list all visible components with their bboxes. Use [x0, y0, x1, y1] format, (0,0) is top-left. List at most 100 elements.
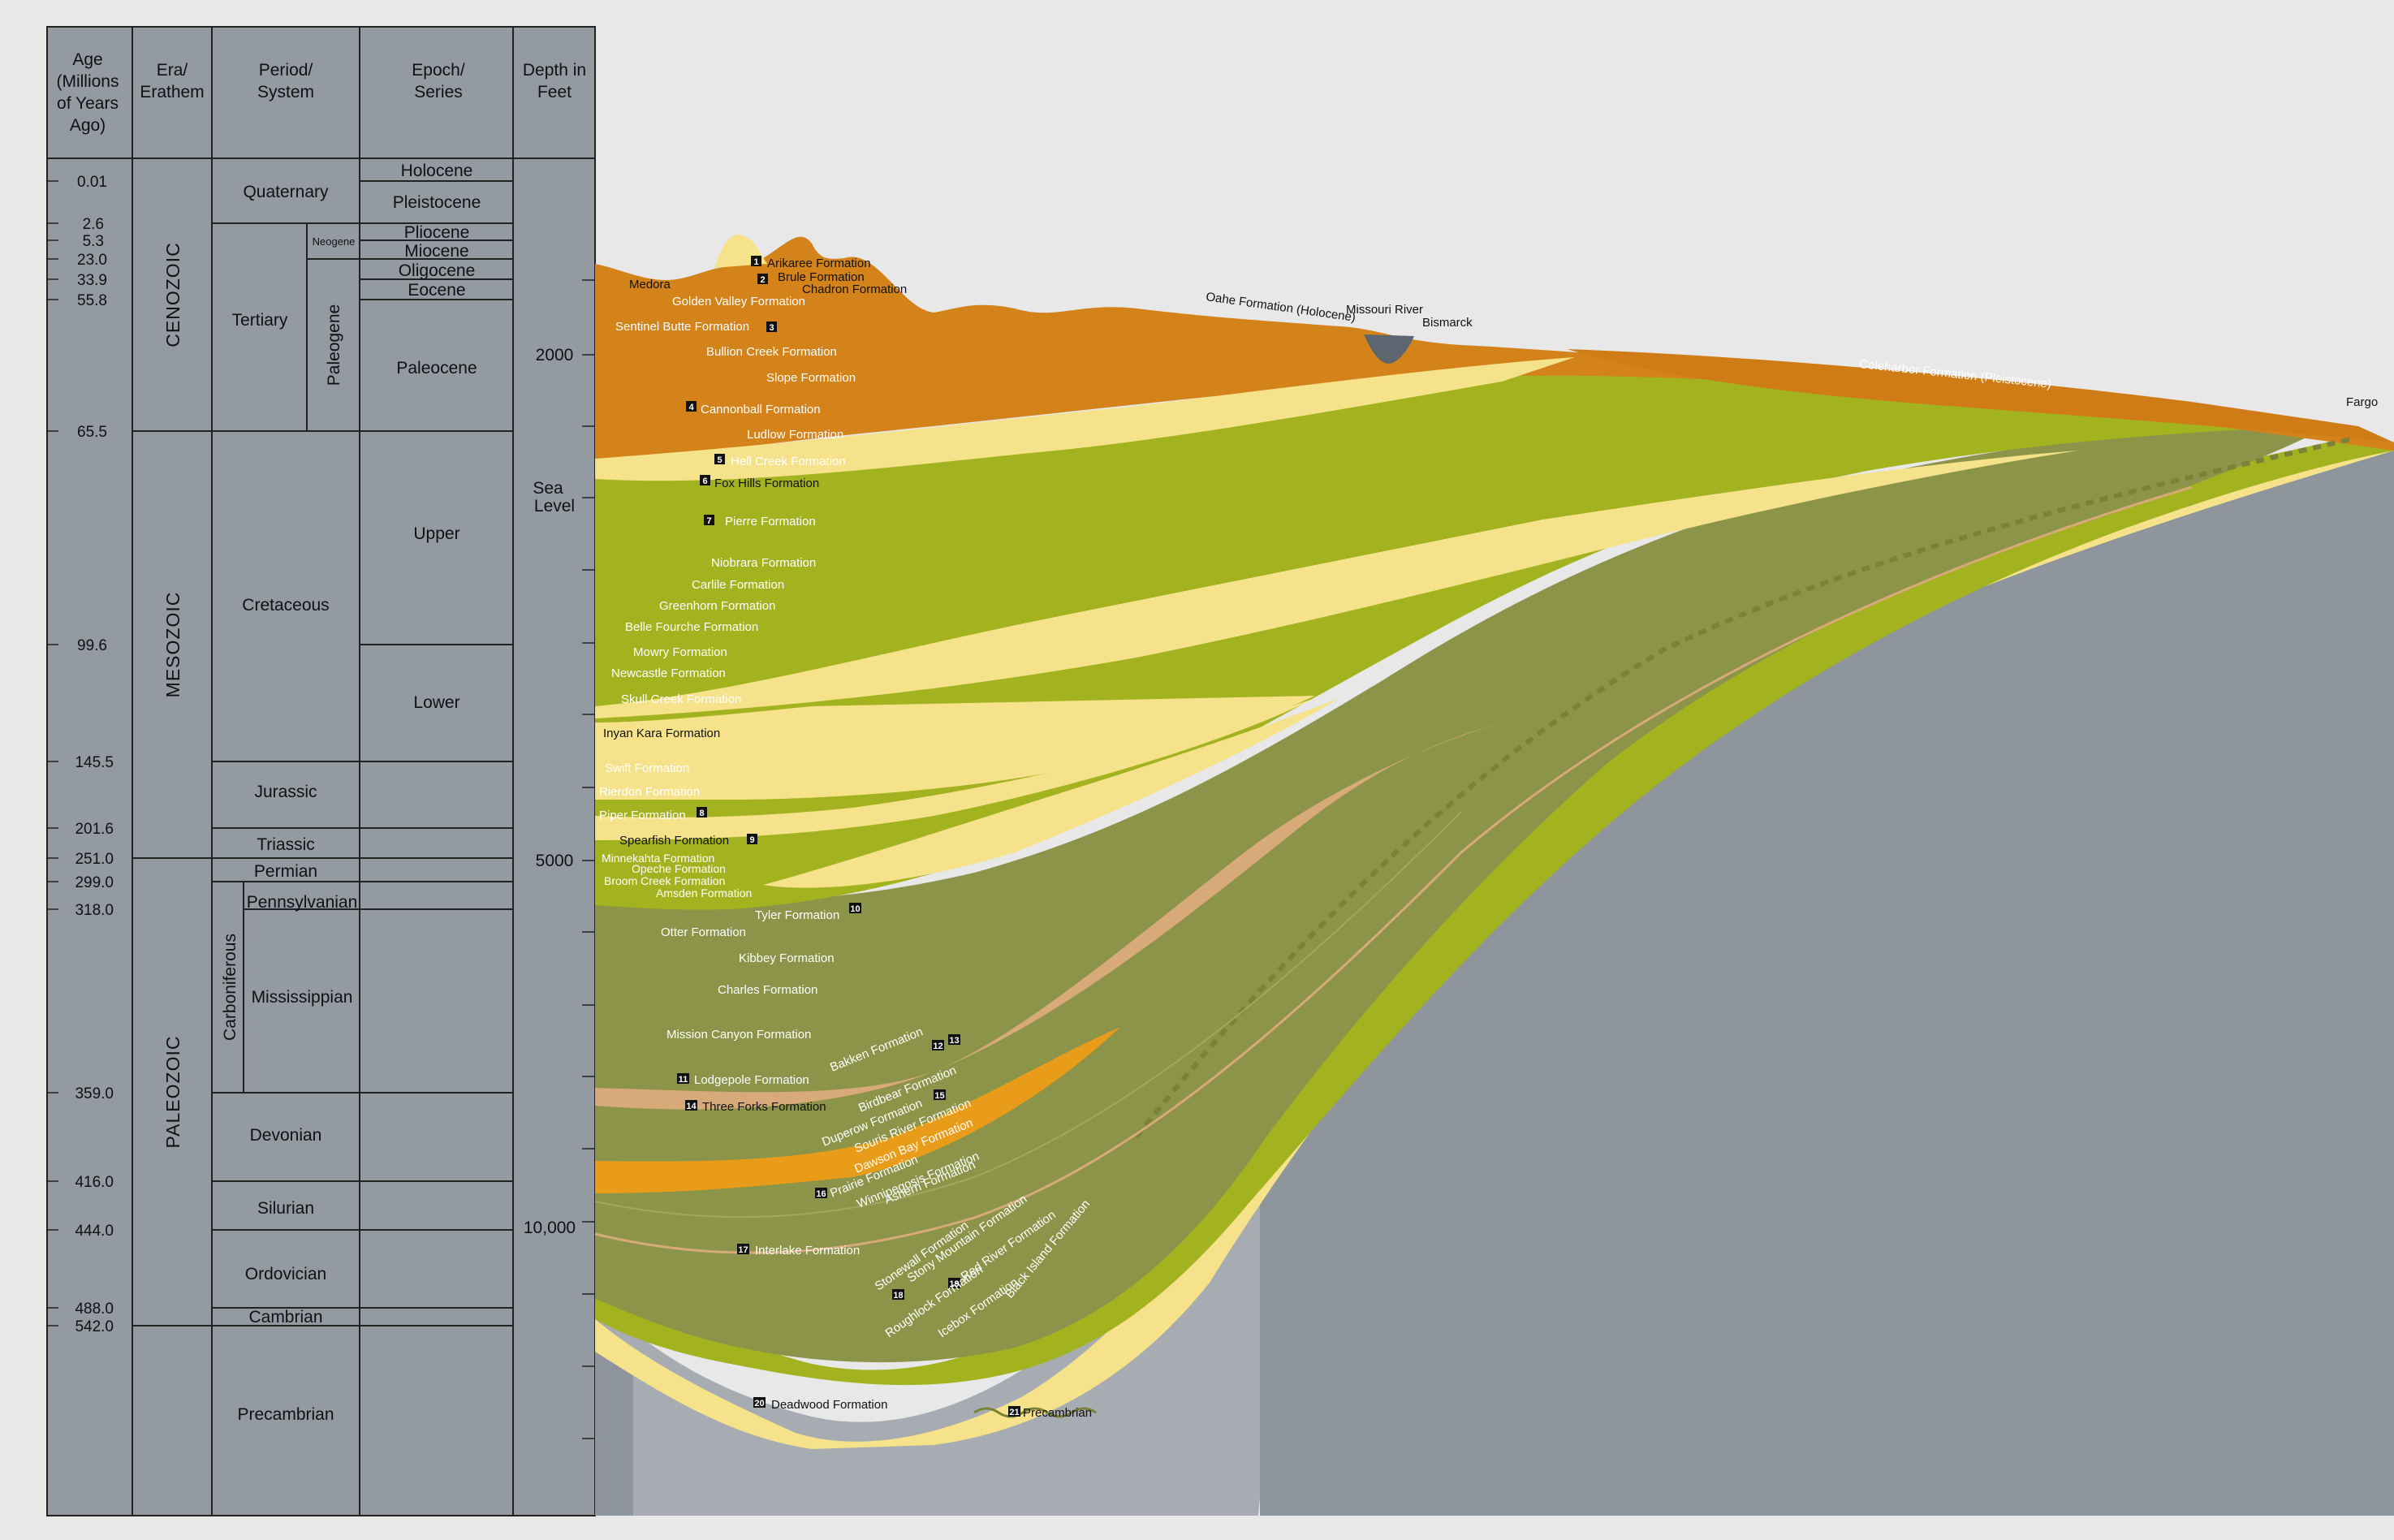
number-badge: [948, 1034, 960, 1045]
header-epoch-line-1: Epoch/: [412, 61, 465, 80]
age-label: 65.5: [77, 424, 107, 441]
header-epoch-line-2: Series: [414, 83, 463, 101]
period-tertiary: Tertiary: [232, 311, 288, 330]
piper-band: [595, 698, 1315, 840]
prairie-band: [595, 1027, 1120, 1193]
geologic-cross-section: [594, 235, 2394, 1516]
period-pennsylvanian: Pennsylvanian: [247, 893, 358, 912]
period-ordovician: Ordovician: [245, 1265, 326, 1283]
age-label: 0.01: [77, 174, 107, 191]
number-badge: [704, 515, 714, 525]
age-label: 299.0: [75, 874, 114, 891]
age-label: 318.0: [75, 902, 114, 919]
badge-number: 6: [702, 477, 707, 486]
epoch-upper: Upper: [413, 524, 459, 543]
badge-number: 4: [688, 403, 694, 412]
formation-label: Otter Formation: [661, 925, 746, 939]
formation-label: Hell Creek Formation: [731, 455, 846, 468]
depth-10000: 10,000: [524, 1219, 576, 1237]
badge-number: 7: [706, 516, 711, 526]
header-epoch: Epoch/Series: [412, 61, 465, 101]
period-devonian: Devonian: [250, 1126, 322, 1145]
formation-label: Spearfish Formation: [619, 834, 729, 848]
formation-label: Carlile Formation: [692, 578, 784, 592]
badge-number: 21: [1009, 1408, 1019, 1417]
formation-label: Opeche Formation: [632, 862, 726, 875]
formation-label: Kibbey Formation: [739, 951, 835, 965]
period-quaternary: Quaternary: [243, 183, 329, 201]
age-label: 201.6: [75, 821, 114, 838]
place-fargo: Fargo: [2346, 395, 2378, 409]
badge-number: 8: [699, 809, 704, 818]
number-badge: [686, 401, 697, 412]
badge-number: 13: [949, 1036, 959, 1046]
age-label: 488.0: [75, 1301, 114, 1318]
depth-2000: 2000: [536, 346, 574, 365]
number-badge: [700, 475, 710, 485]
formation-label: Newcastle Formation: [611, 666, 726, 680]
number-badge: [753, 1397, 766, 1408]
age-label: 416.0: [75, 1174, 114, 1191]
era-mesozoic: MESOZOIC: [162, 592, 183, 698]
formation-label: Pierre Formation: [725, 515, 816, 528]
epoch-pliocene: Pliocene: [404, 223, 470, 242]
formation-label: Broom Creek Formation: [604, 874, 725, 887]
formation-label: Belle Fourche Formation: [625, 620, 758, 634]
badge-number: 11: [679, 1075, 688, 1085]
missouri-river: [1364, 334, 1414, 364]
basement-dark-right: [1260, 451, 2394, 1516]
age-label: 542.0: [75, 1318, 114, 1335]
period-jurassic: Jurassic: [254, 783, 317, 801]
formation-label: Interlake Formation: [755, 1244, 860, 1257]
badge-number: 16: [816, 1189, 826, 1199]
age-label: 359.0: [75, 1085, 114, 1102]
number-badge: [948, 1278, 960, 1288]
number-badge: [697, 807, 707, 817]
age-label: 2.6: [83, 216, 104, 233]
epoch-paleocene: Paleocene: [396, 359, 477, 377]
place-missouri-river: Missouri River: [1346, 303, 1423, 317]
subperiod-paleogene: Paleogene: [325, 304, 343, 386]
period-mississippian: Mississippian: [252, 988, 353, 1007]
basement-dark-left: [595, 1339, 633, 1516]
header-depth-line-1: Depth in: [523, 61, 586, 80]
formation-label: Ludlow Formation: [747, 428, 843, 442]
formation-label: Mowry Formation: [633, 645, 727, 659]
badge-number: 15: [934, 1091, 944, 1101]
number-badge: [849, 903, 861, 913]
formation-label: Sentinel Butte Formation: [615, 320, 749, 334]
formation-label: Skull Creek Formation: [621, 692, 741, 706]
age-label: 23.0: [77, 252, 107, 269]
badge-number: 10: [850, 904, 860, 914]
formation-label: Minnekahta Formation: [602, 852, 714, 865]
coleharbor-formation: [1567, 349, 2394, 442]
age-label: 251.0: [75, 851, 114, 868]
period-precambrian: Precambrian: [237, 1405, 334, 1424]
header-age-line-1: Age: [72, 50, 102, 69]
number-badge: [685, 1100, 697, 1111]
header-period-line-1: Period/: [259, 61, 313, 80]
badge-number: 20: [754, 1399, 764, 1408]
badge-number: 9: [749, 835, 754, 845]
age-label: 99.6: [77, 637, 107, 654]
place-medora: Medora: [629, 278, 671, 291]
paleozoic-band: [595, 422, 2330, 1363]
broom-creek-band: [763, 698, 1339, 888]
formation-label: Greenhorn Formation: [659, 599, 775, 613]
number-badge: [714, 454, 725, 464]
subperiod-neogene: Neogene: [313, 235, 356, 248]
formation-label: Arikaree Formation: [767, 257, 871, 270]
badge-number: 19: [949, 1279, 959, 1289]
epoch-pleistocene: Pleistocene: [393, 193, 481, 212]
era-paleozoic: PALEOZOIC: [162, 1036, 183, 1149]
header-age-line-2: (Millions: [56, 72, 119, 91]
age-label: 444.0: [75, 1223, 114, 1240]
place-bismarck: Bismarck: [1422, 316, 1473, 330]
epoch-miocene: Miocene: [404, 242, 468, 261]
depth-sea-level-line-2: Level: [534, 497, 575, 515]
formation-label: Chadron Formation: [802, 283, 907, 296]
